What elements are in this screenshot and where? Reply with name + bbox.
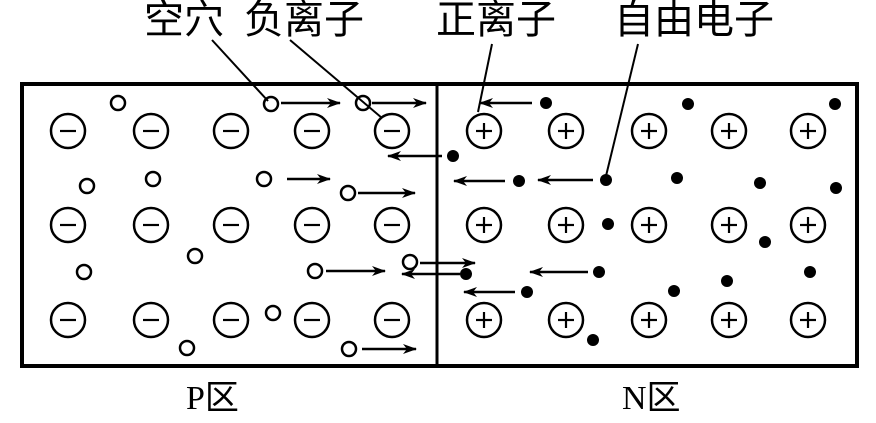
negative-ion-icon <box>293 112 331 150</box>
positive-ion-icon <box>630 112 668 150</box>
negative-ion-icon <box>49 112 87 150</box>
positive-ion-icon <box>710 301 748 339</box>
hole-icon <box>340 340 358 358</box>
positive-ion-icon <box>789 206 827 244</box>
electron-icon <box>754 177 766 189</box>
hole-icon <box>109 94 127 112</box>
positive-ion-icon <box>547 301 585 339</box>
negative-ion-icon <box>212 301 250 339</box>
electron-icon <box>447 150 459 162</box>
hole-leader-line <box>211 39 269 102</box>
positive-ion-icon <box>630 206 668 244</box>
hole-icon <box>78 177 96 195</box>
positive-ion-icon <box>547 112 585 150</box>
hole-icon <box>401 253 419 271</box>
positive-ion-icon <box>465 206 503 244</box>
hole-icon <box>178 339 196 357</box>
negative-ion-icon <box>132 206 170 244</box>
negative-ion-label: 负离子 <box>244 0 364 43</box>
electron-icon <box>587 334 599 346</box>
electron-icon <box>521 286 533 298</box>
electron-icon <box>829 98 841 110</box>
negative-ion-icon <box>212 112 250 150</box>
electron-icon <box>540 97 552 109</box>
negative-ion-icon <box>49 301 87 339</box>
free-electron-leader-line <box>605 43 639 177</box>
electron-icon <box>830 182 842 194</box>
positive-ions-group <box>465 112 827 339</box>
electron-icon <box>593 266 605 278</box>
hole-icon <box>186 247 204 265</box>
negative-ion-icon <box>132 112 170 150</box>
n-region-label: N区 <box>622 380 681 417</box>
negative-ion-icon <box>132 301 170 339</box>
positive-ion-icon <box>465 112 503 150</box>
negative-ion-icon <box>373 206 411 244</box>
negative-ion-icon <box>373 301 411 339</box>
electron-icon <box>460 268 472 280</box>
motion-arrows-group <box>281 98 593 354</box>
negative-ion-icon <box>49 206 87 244</box>
hole-icon <box>306 262 324 280</box>
semiconductor-box <box>20 82 859 368</box>
electron-icon <box>602 218 614 230</box>
positive-ion-icon <box>547 206 585 244</box>
hole-icon <box>144 170 162 188</box>
negative-ion-icon <box>293 301 331 339</box>
electron-icon <box>668 285 680 297</box>
electron-icon <box>721 275 733 287</box>
free-electron-label: 自由电子 <box>614 0 774 43</box>
positive-ion-label: 正离子 <box>436 0 556 43</box>
electron-icon <box>671 172 683 184</box>
hole-icon <box>339 184 357 202</box>
negative-ion-leader-line <box>289 39 383 119</box>
electrons-group <box>447 97 842 346</box>
negative-ion-icon <box>373 112 411 150</box>
positive-ion-icon <box>789 301 827 339</box>
positive-ion-icon <box>710 112 748 150</box>
electron-icon <box>513 175 525 187</box>
positive-ion-icon <box>630 301 668 339</box>
electron-icon <box>804 266 816 278</box>
positive-ion-icon <box>789 112 827 150</box>
hole-icon <box>75 263 93 281</box>
hole-icon <box>255 170 273 188</box>
p-region-label: P区 <box>186 380 239 417</box>
negative-ion-icon <box>293 206 331 244</box>
positive-ion-icon <box>465 301 503 339</box>
positive-ion-icon <box>710 206 748 244</box>
electron-icon <box>600 174 612 186</box>
hole-label: 空穴 <box>144 0 224 43</box>
negative-ion-icon <box>212 206 250 244</box>
electron-icon <box>682 98 694 110</box>
positive-ion-leader-line <box>477 43 493 113</box>
hole-icon <box>264 304 282 322</box>
negative-ions-group <box>49 112 411 339</box>
electron-icon <box>759 236 771 248</box>
